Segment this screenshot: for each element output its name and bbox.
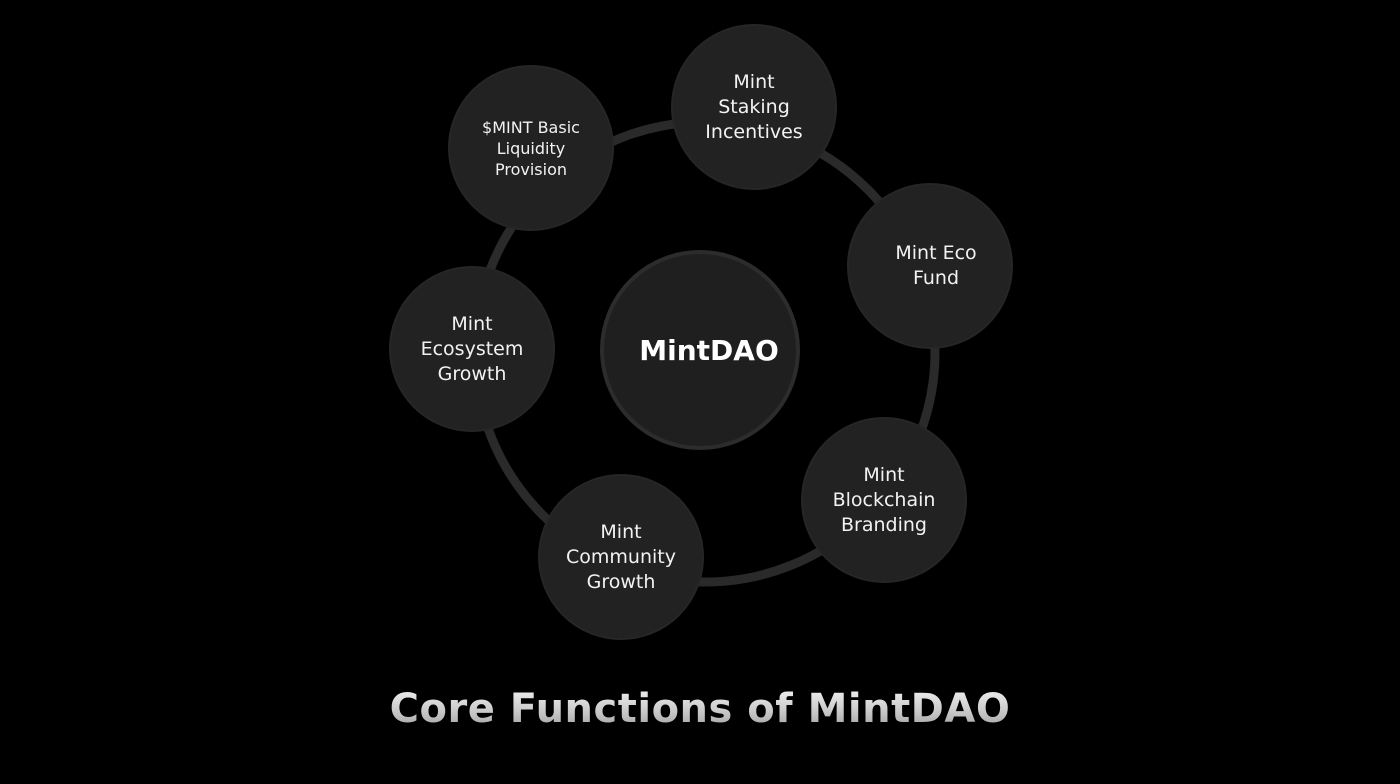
node-label-line: $MINT Basic (482, 117, 580, 137)
node-label-line: Incentives (705, 120, 803, 143)
diagram-title: Core Functions of MintDAO (0, 686, 1400, 732)
node-label-line: Blockchain (832, 488, 936, 511)
node-eco-fund: Mint Eco Fund (847, 183, 1013, 349)
node-label-line: Mint (600, 520, 642, 543)
node-label-line: Staking (718, 95, 790, 118)
node-liquidity-provision: $MINT Basic Liquidity Provision (448, 65, 614, 231)
hub-label: MintDAO (639, 333, 779, 367)
node-community-growth: Mint Community Growth (538, 474, 704, 640)
node-label-line: Mint (733, 70, 775, 93)
center-hub-mintdao: MintDAO (600, 250, 800, 450)
node-label-line: Provision (494, 159, 567, 179)
node-label-line: Mint (451, 312, 493, 335)
node-label-line: Growth (586, 570, 656, 593)
node-label-line: Mint (863, 463, 905, 486)
node-label-line: Branding (841, 513, 927, 536)
node-staking-incentives: Mint Staking Incentives (671, 24, 837, 190)
node-blockchain-branding: Mint Blockchain Branding (801, 417, 967, 583)
node-label-line: Community (566, 545, 676, 568)
node-label-line: Liquidity (496, 138, 566, 158)
node-label-line: Fund (912, 267, 960, 289)
node-ecosystem-growth: Mint Ecosystem Growth (389, 266, 555, 432)
node-label-line: Ecosystem (420, 337, 524, 360)
node-label-line: Growth (437, 362, 507, 385)
node-label-line: Mint Eco (895, 242, 977, 264)
